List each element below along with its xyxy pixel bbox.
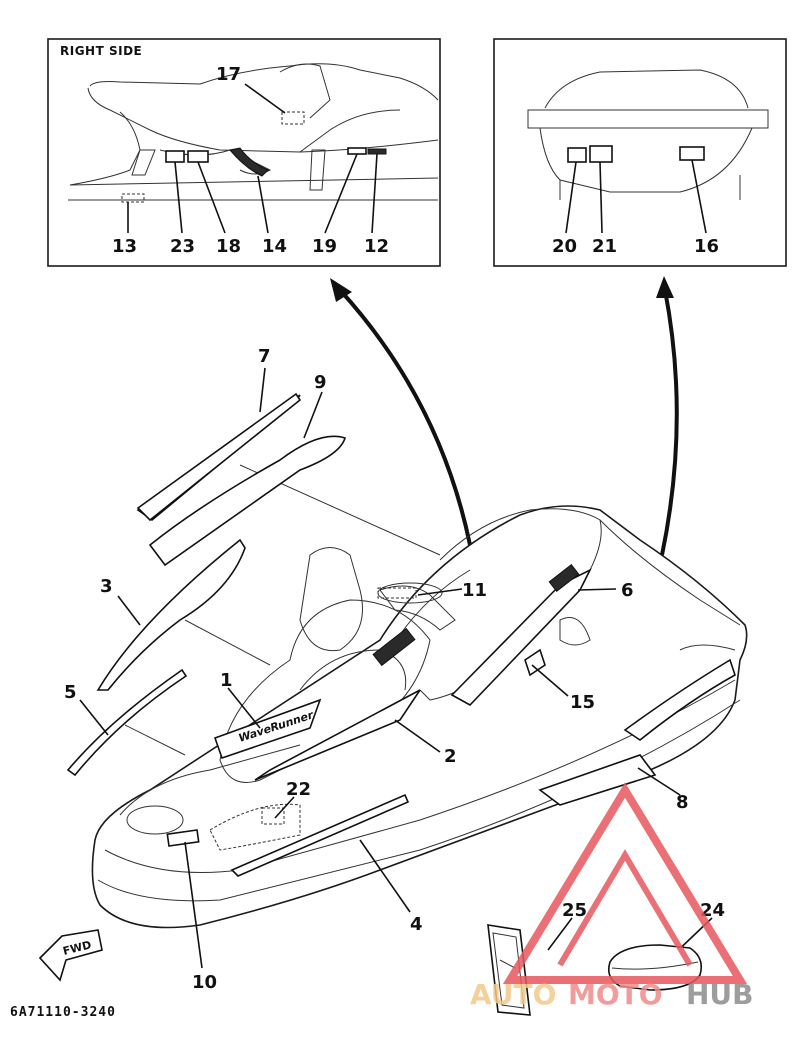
arrows-to-insets [330, 276, 679, 556]
part-label-4: 4 [410, 914, 423, 935]
part-label-2: 2 [444, 746, 457, 767]
watermark-hub: HUB [686, 978, 754, 1011]
drawing-code: 6A71110-3240 [10, 1005, 116, 1020]
part-label-19: 19 [312, 236, 337, 257]
part-label-24: 24 [700, 900, 725, 921]
part-label-15: 15 [570, 692, 595, 713]
inset-rear-frame [493, 38, 787, 267]
part-label-12: 12 [364, 236, 389, 257]
part-label-8: 8 [676, 792, 689, 813]
part-label-22: 22 [286, 779, 311, 800]
part-label-3: 3 [100, 576, 113, 597]
inset-right-side-title: RIGHT SIDE [60, 44, 142, 58]
part-label-11: 11 [462, 580, 487, 601]
part-label-16: 16 [694, 236, 719, 257]
part-label-1: 1 [220, 670, 233, 691]
part-label-21: 21 [592, 236, 617, 257]
part-label-18: 18 [216, 236, 241, 257]
forward-arrow-icon: FWD [38, 929, 103, 982]
part-label-23: 23 [170, 236, 195, 257]
part-label-14: 14 [262, 236, 287, 257]
watermark-auto: AUTO [470, 978, 556, 1011]
part-label-17: 17 [216, 64, 241, 85]
part-label-7: 7 [258, 346, 271, 367]
part-label-9: 9 [314, 372, 327, 393]
part-label-25: 25 [562, 900, 587, 921]
inset-right-side: RIGHT SIDE 17 13 23 18 14 19 12 [47, 38, 441, 267]
inset-rear: 20 21 16 [493, 38, 787, 267]
watermark-logo: AUTO MOTO HUB [470, 782, 754, 1011]
part-label-13: 13 [112, 236, 137, 257]
main-part-labels: 7 9 3 5 1 2 6 15 8 11 22 4 10 25 24 [64, 346, 725, 993]
part-label-20: 20 [552, 236, 577, 257]
part-25-card [487, 924, 531, 1016]
part-label-10: 10 [192, 972, 217, 993]
inset-right-side-frame [47, 38, 441, 267]
watermark-moto: MOTO [568, 978, 663, 1011]
part-label-6: 6 [621, 580, 634, 601]
watermark-triangle-icon [502, 782, 748, 984]
part-label-5: 5 [64, 682, 77, 703]
main-decals: WaveRunner [66, 392, 736, 877]
main-leaders [79, 367, 713, 969]
